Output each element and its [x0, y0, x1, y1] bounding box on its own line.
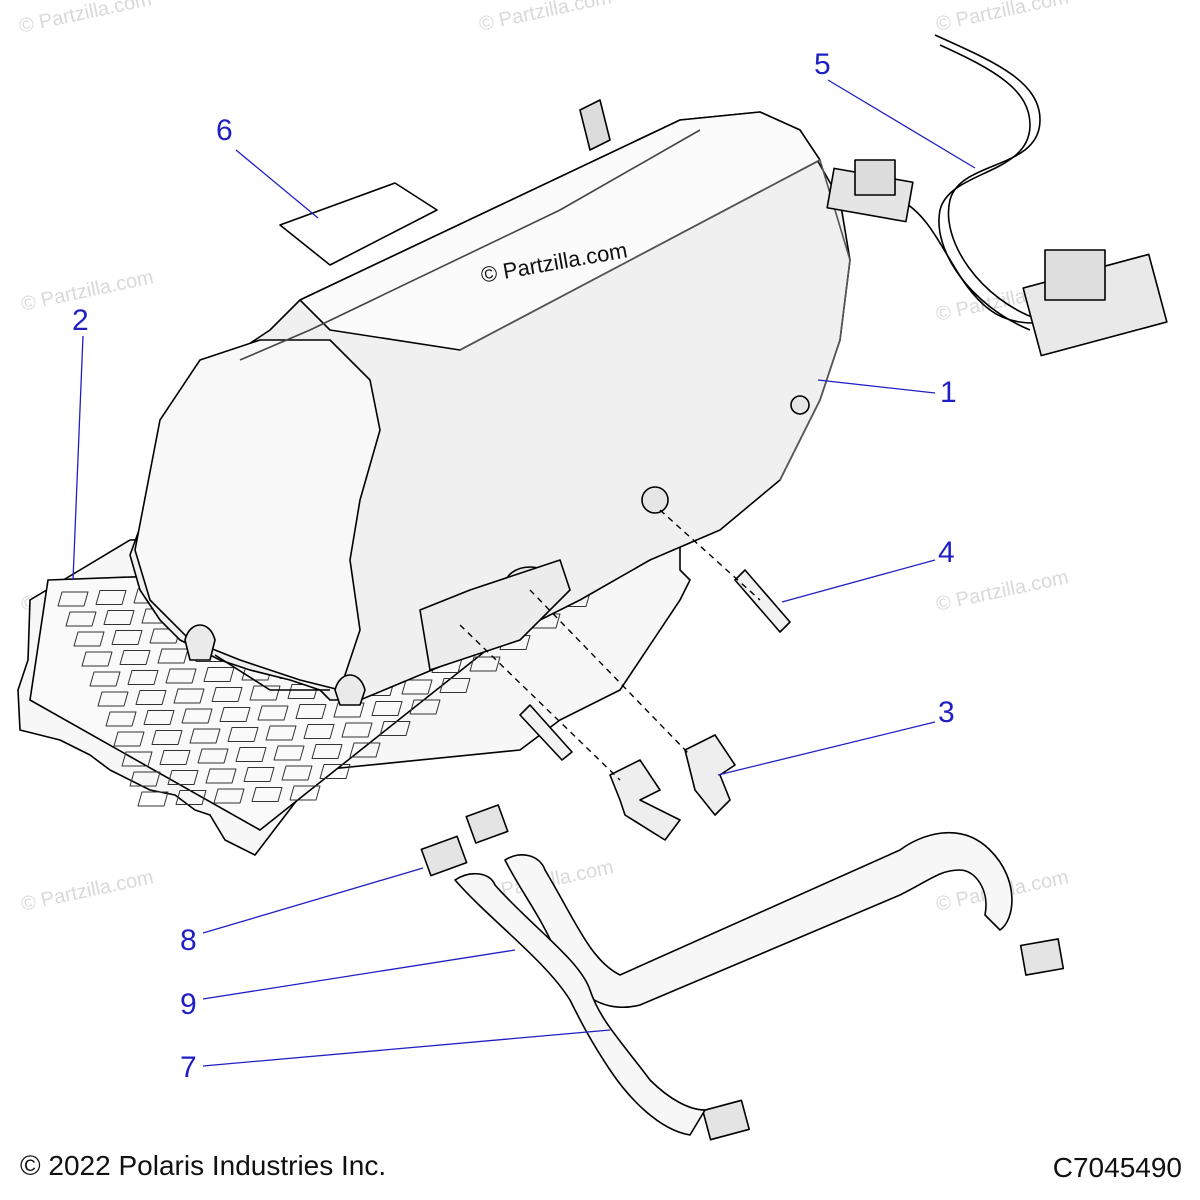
callout-4: 4: [938, 536, 955, 569]
copyright-notice: © 2022 Polaris Industries Inc.: [20, 1150, 387, 1181]
diagram-code: C7045490: [1052, 1152, 1182, 1183]
callout-8: 8: [180, 924, 197, 957]
callout-1: 1: [940, 376, 957, 409]
callout-9: 9: [180, 988, 197, 1021]
fittings: [609, 734, 736, 841]
cover: [129, 99, 851, 706]
callout-7: 7: [180, 1051, 197, 1084]
wire-harness: [826, 34, 1168, 357]
assembly-lines: [459, 509, 761, 781]
clamps: [420, 804, 1065, 1141]
pins: [519, 569, 791, 761]
hoses: [454, 831, 1013, 1136]
leader-lines: [72, 79, 976, 1067]
callout-3: 3: [938, 696, 955, 729]
label-decal: [279, 182, 438, 266]
callout-2: 2: [72, 304, 89, 337]
callout-6: 6: [216, 114, 233, 147]
callout-5: 5: [814, 48, 831, 81]
